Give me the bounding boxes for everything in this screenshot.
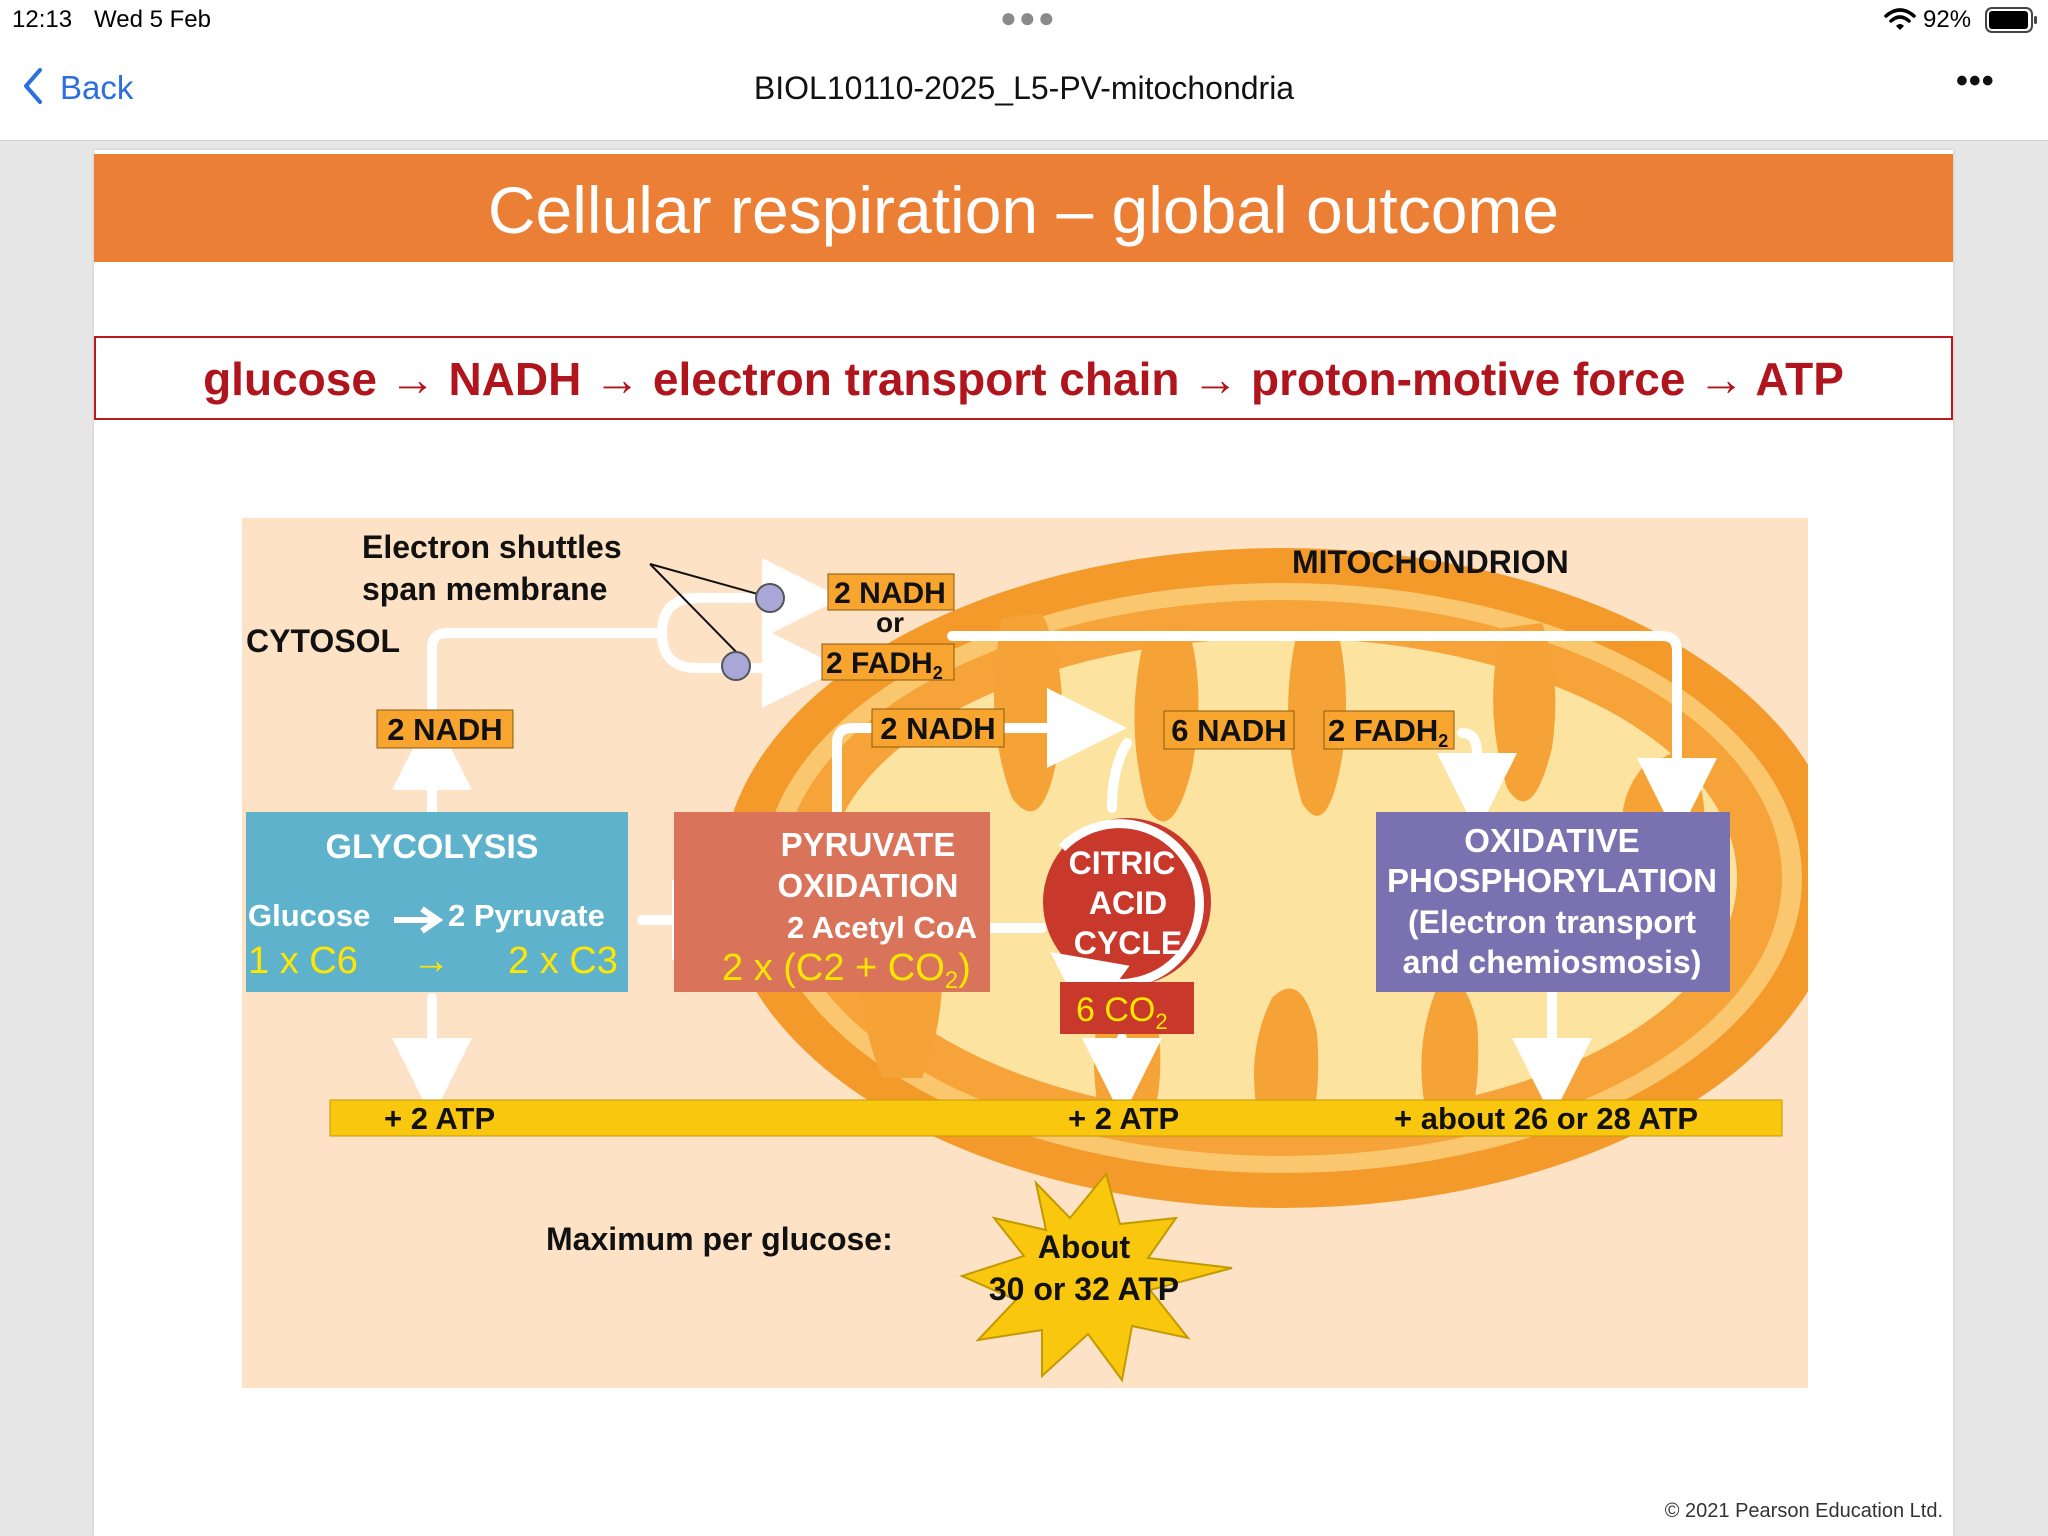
slide-title-bar: Cellular respiration – global outcome: [94, 154, 1953, 262]
shuttle-fadh-label: 2 FADH2: [826, 647, 943, 683]
shuttle-nadh-label: 2 NADH: [834, 577, 946, 610]
starburst-atp: 30 or 32 ATP: [989, 1271, 1179, 1307]
glycolysis-glucose: Glucose: [248, 898, 370, 933]
citric-fadh-label: 2 FADH2: [1328, 713, 1448, 751]
oxphos-line-2: PHOSPHORYLATION: [1387, 862, 1717, 899]
atp-citric: + 2 ATP: [1068, 1101, 1179, 1136]
glycolysis-title: GLYCOLYSIS: [326, 828, 539, 866]
pyruvate-acetyl: 2 Acetyl CoA: [787, 910, 977, 945]
oxphos-line-3: (Electron transport: [1408, 904, 1696, 940]
max-per-glucose-label: Maximum per glucose:: [546, 1221, 893, 1257]
starburst-about: About: [1038, 1229, 1131, 1265]
span-membrane-label: span membrane: [362, 571, 607, 607]
summary-box: glucose → NADH → electron transport chai…: [94, 336, 1953, 420]
document-title: BIOL10110-2025_L5-PV-mitochondria: [0, 70, 2048, 107]
summary-text: glucose → NADH → electron transport chai…: [96, 352, 1951, 406]
oxphos-line-4: and chemiosmosis): [1403, 944, 1702, 980]
slide-title: Cellular respiration – global outcome: [94, 172, 1953, 248]
status-time: 12:13: [12, 6, 72, 34]
citric-line-3: CYCLE: [1074, 925, 1182, 961]
wifi-icon: [1884, 8, 1916, 39]
citric-nadh-label: 6 NADH: [1171, 713, 1286, 748]
pyruvate-nadh-label: 2 NADH: [880, 711, 995, 746]
battery-icon: [1985, 7, 2039, 40]
citric-line-2: ACID: [1089, 885, 1167, 921]
multitasking-dots-icon[interactable]: ●●●: [1000, 2, 1057, 34]
battery-percentage: 92%: [1923, 6, 1971, 34]
shuttle-carrier-2: [722, 652, 750, 680]
pyruvate-formula: 2 x (C2 + CO2): [722, 947, 971, 994]
citric-line-1: CITRIC: [1069, 845, 1176, 881]
atp-oxphos: + about 26 or 28 ATP: [1394, 1101, 1698, 1136]
atp-glycolysis: + 2 ATP: [384, 1101, 495, 1136]
glycolysis-c3: 2 x C3: [508, 940, 618, 982]
glycolysis-nadh-label: 2 NADH: [387, 712, 502, 747]
shuttle-carrier-1: [756, 584, 784, 612]
mitochondrion-label: MITOCHONDRION: [1292, 544, 1569, 580]
navigation-bar: Back BIOL10110-2025_L5-PV-mitochondria •…: [0, 42, 2048, 141]
electron-shuttles-label: Electron shuttles: [362, 529, 622, 565]
more-options-icon[interactable]: •••: [1956, 62, 1995, 101]
status-date: Wed 5 Feb: [94, 6, 211, 34]
glycolysis-c6: 1 x C6: [248, 940, 358, 982]
co2-label: 6 CO2: [1076, 991, 1168, 1034]
copyright-notice: © 2021 Pearson Education Ltd.: [1665, 1500, 1943, 1523]
status-bar: 12:13 Wed 5 Feb ●●● 92%: [0, 0, 2048, 42]
shuttle-or-label: or: [876, 607, 904, 638]
oxphos-line-1: OXIDATIVE: [1464, 822, 1639, 859]
slide: Cellular respiration – global outcome gl…: [94, 150, 1953, 1536]
glycolysis-c-arrow: →: [412, 940, 450, 982]
pyruvate-title-1: PYRUVATE: [781, 826, 956, 863]
respiration-diagram: Electron shuttles span membrane CYTOSOL …: [242, 518, 1808, 1388]
pyruvate-title-2: OXIDATION: [778, 867, 959, 904]
glycolysis-pyruvate: 2 Pyruvate: [448, 898, 605, 933]
cytosol-label: CYTOSOL: [246, 623, 400, 659]
